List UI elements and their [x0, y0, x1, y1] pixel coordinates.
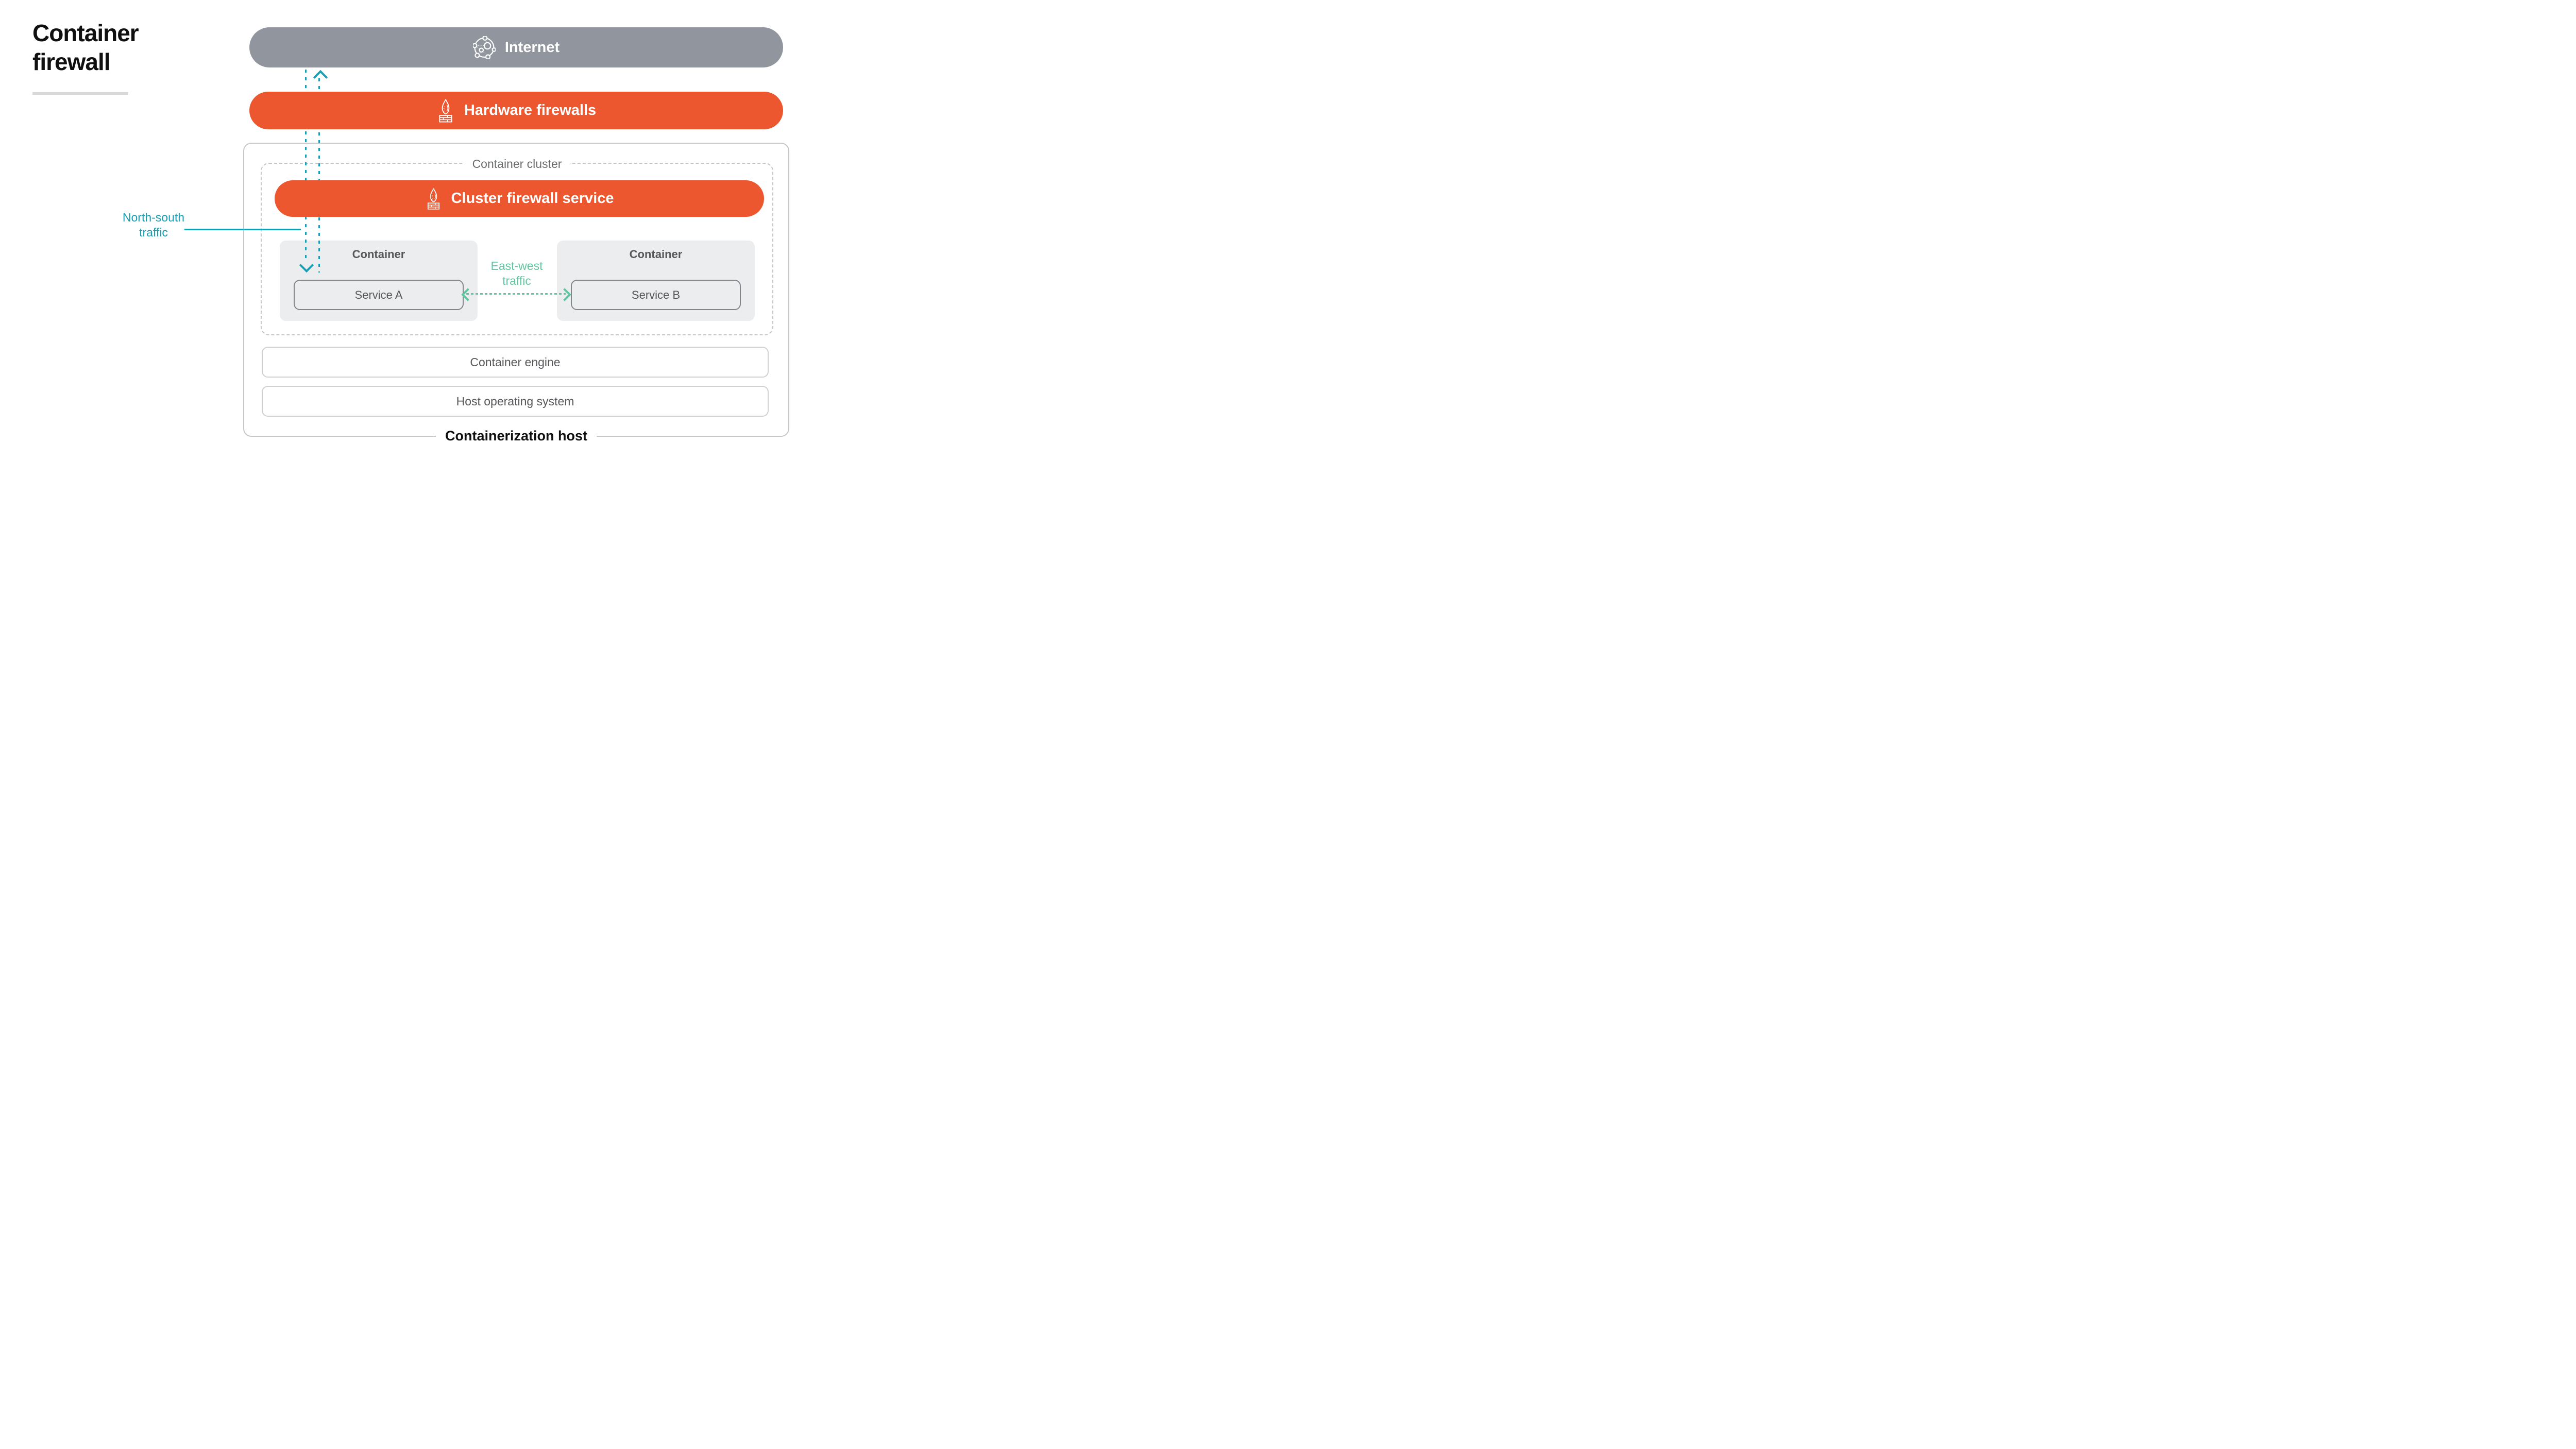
- east-west-line2: traffic: [502, 274, 531, 287]
- container-engine-label: Container engine: [470, 355, 561, 369]
- north-south-down-line: [305, 70, 307, 260]
- service-b-box: Service B: [571, 280, 741, 310]
- east-west-traffic-label: East-west traffic: [474, 259, 560, 288]
- network-globe-icon: [472, 36, 496, 59]
- internet-node: Internet: [249, 27, 783, 67]
- host-os-label: Host operating system: [456, 394, 574, 408]
- hardware-firewalls-label: Hardware firewalls: [464, 102, 597, 118]
- internet-label: Internet: [504, 39, 560, 56]
- cluster-firewall-service-label: Cluster firewall service: [451, 190, 614, 207]
- page-title: Container firewall: [32, 20, 139, 75]
- container-cluster-label: Container cluster: [464, 156, 570, 172]
- host-os-bar: Host operating system: [262, 386, 769, 417]
- north-south-traffic-label: North-south traffic: [112, 210, 195, 240]
- service-a-box: Service A: [294, 280, 464, 310]
- service-a-label: Service A: [354, 288, 403, 301]
- service-b-label: Service B: [631, 288, 681, 301]
- hardware-firewalls-node: Hardware firewalls: [249, 92, 783, 129]
- containerization-host-label: Containerization host: [436, 427, 597, 445]
- container-left-box: Container Service A: [280, 241, 478, 321]
- container-right-box: Container Service B: [557, 241, 755, 321]
- container-firewall-diagram: Container firewall: [0, 0, 808, 454]
- arrow-up-icon: [313, 70, 328, 85]
- containerization-host-box: Container cluster Containerization host: [243, 143, 789, 445]
- firewall-flame-brick-icon: [436, 99, 455, 123]
- container-right-title: Container: [629, 248, 683, 261]
- north-south-up-line: [318, 78, 320, 272]
- north-south-line2: traffic: [139, 226, 168, 239]
- firewall-flame-brick-icon: [425, 187, 442, 210]
- north-south-line1: North-south: [122, 211, 185, 224]
- east-west-line: [466, 293, 566, 295]
- container-engine-bar: Container engine: [262, 347, 769, 378]
- cluster-firewall-service-node: Cluster firewall service: [275, 180, 764, 217]
- container-cluster-box: Container cluster: [261, 156, 773, 335]
- north-south-pointer-line: [184, 229, 301, 230]
- east-west-line1: East-west: [490, 259, 543, 272]
- title-divider: [32, 92, 128, 95]
- container-left-title: Container: [352, 248, 405, 261]
